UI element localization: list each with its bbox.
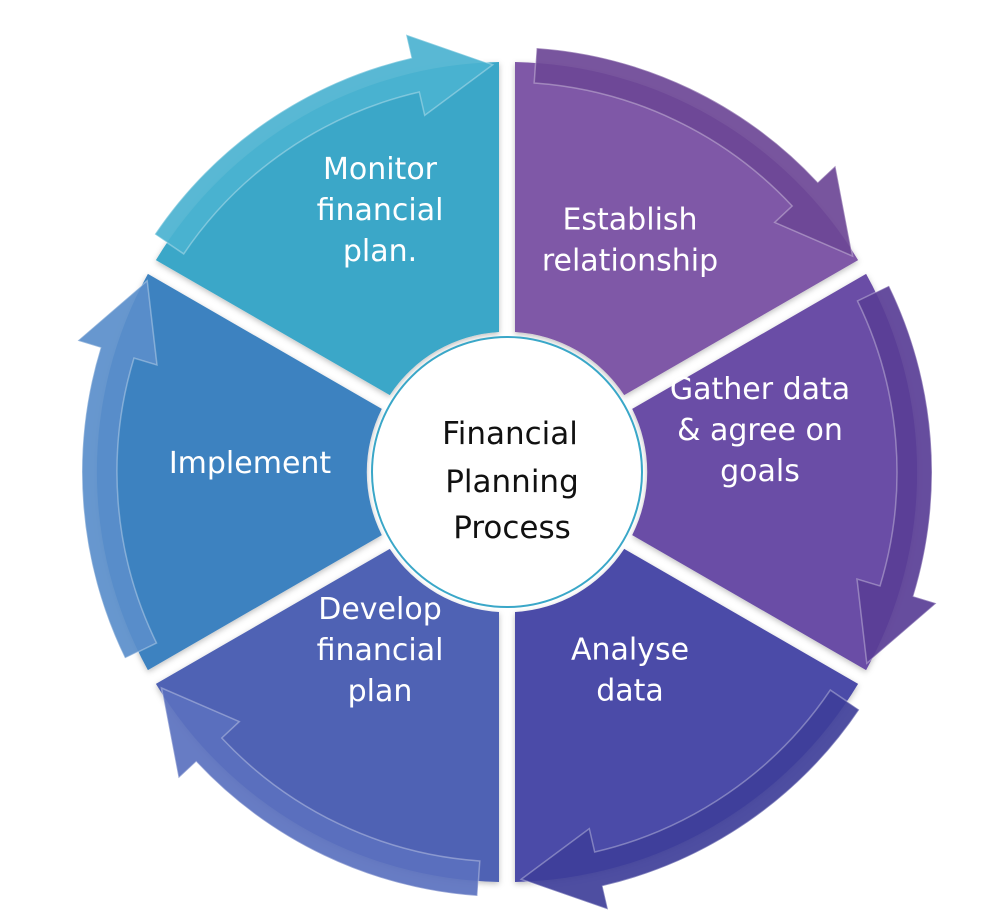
step-label-monitor-plan-line-2: financial <box>317 193 444 228</box>
step-label-gather-data-line-1: Gather data <box>670 372 850 407</box>
segment-monitor-plan <box>155 62 499 396</box>
step-label-analyse-data-line-2: data <box>596 674 664 709</box>
segment-analyse-data <box>515 548 859 882</box>
step-label-monitor-plan-line-1: Monitor <box>323 152 438 187</box>
step-label-develop-plan-line-1: Develop <box>318 592 442 627</box>
center-label-line-2: Planning <box>445 464 579 500</box>
step-label-develop-plan-line-2: financial <box>317 633 444 668</box>
segment-implement <box>96 273 382 671</box>
step-label-establish-relationship-line-1: Establish <box>562 203 697 238</box>
center-label-line-1: Financial <box>442 416 578 452</box>
segment-develop-plan <box>155 548 499 882</box>
step-label-implement-line-1: Implement <box>169 446 332 481</box>
segment-establish-relationship <box>515 62 859 396</box>
arrow-gather-data <box>856 284 938 665</box>
step-label-establish-relationship-line-2: relationship <box>542 244 718 279</box>
center-label-line-3: Process <box>453 510 571 546</box>
arrow-analyse-data <box>519 689 861 911</box>
arrow-implement <box>76 279 158 660</box>
arrow-establish-relationship <box>533 47 854 258</box>
center-circle <box>371 336 643 608</box>
step-label-gather-data-line-3: goals <box>720 454 800 489</box>
segment-gather-data <box>632 273 918 671</box>
step-label-develop-plan-line-3: plan <box>348 674 413 709</box>
arrows-layer <box>76 33 938 911</box>
arrow-monitor-plan <box>153 33 495 255</box>
step-label-monitor-plan-line-3: plan. <box>343 234 417 269</box>
arrow-develop-plan <box>160 686 481 897</box>
step-label-analyse-data-line-1: Analyse <box>571 633 689 668</box>
center-hub: Financial Planning Process <box>371 336 643 608</box>
step-label-gather-data-line-2: & agree on <box>677 413 843 448</box>
segments-layer <box>96 62 918 882</box>
